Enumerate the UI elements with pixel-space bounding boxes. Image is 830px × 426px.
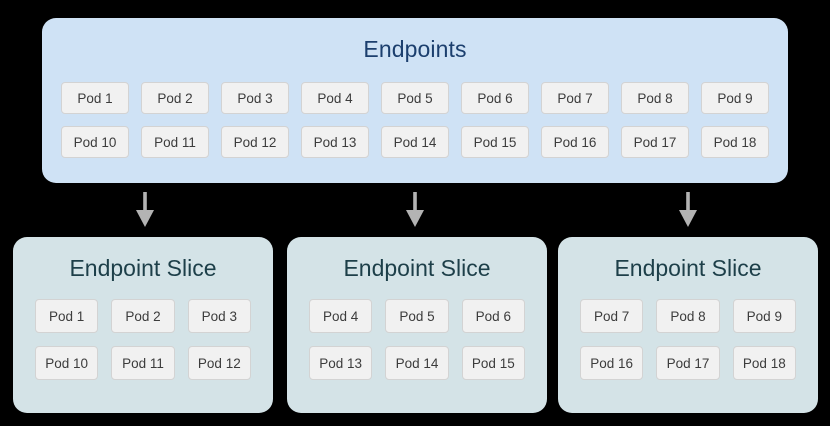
arrow-down-icon [403, 192, 427, 228]
endpoints-pod-row-2: Pod 10 Pod 11 Pod 12 Pod 13 Pod 14 Pod 1… [61, 126, 769, 158]
slice-pod-row-1: Pod 1 Pod 2 Pod 3 [35, 299, 251, 333]
endpoint-slice-title: Endpoint Slice [614, 255, 762, 281]
endpoints-box: Endpoints Pod 1 Pod 2 Pod 3 Pod 4 Pod 5 … [42, 18, 788, 183]
pod-chip[interactable]: Pod 15 [461, 346, 525, 380]
pod-chip[interactable]: Pod 11 [111, 346, 175, 380]
arrow-down-icon [676, 192, 700, 228]
pod-chip[interactable]: Pod 6 [461, 299, 525, 333]
slice-pod-row-1: Pod 4 Pod 5 Pod 6 [309, 299, 525, 333]
pod-chip[interactable]: Pod 2 [141, 82, 209, 114]
endpoint-slice-box-3: Endpoint Slice Pod 7 Pod 8 Pod 9 Pod 16 … [558, 237, 818, 413]
pod-chip[interactable]: Pod 10 [35, 346, 99, 380]
pod-chip[interactable]: Pod 10 [61, 126, 129, 158]
pod-chip[interactable]: Pod 1 [61, 82, 129, 114]
endpoint-slice-box-1: Endpoint Slice Pod 1 Pod 2 Pod 3 Pod 10 … [13, 237, 273, 413]
pod-chip[interactable]: Pod 8 [621, 82, 689, 114]
pod-chip[interactable]: Pod 12 [221, 126, 289, 158]
pod-chip[interactable]: Pod 2 [111, 299, 175, 333]
endpoints-pod-grid: Pod 1 Pod 2 Pod 3 Pod 4 Pod 5 Pod 6 Pod … [61, 82, 769, 170]
pod-chip[interactable]: Pod 7 [580, 299, 644, 333]
slice-pod-grid: Pod 4 Pod 5 Pod 6 Pod 13 Pod 14 Pod 15 [309, 299, 525, 393]
endpoint-slice-box-2: Endpoint Slice Pod 4 Pod 5 Pod 6 Pod 13 … [287, 237, 547, 413]
arrow-down-icon [133, 192, 157, 228]
slice-pod-row-2: Pod 16 Pod 17 Pod 18 [580, 346, 796, 380]
pod-chip[interactable]: Pod 14 [381, 126, 449, 158]
pod-chip[interactable]: Pod 1 [35, 299, 99, 333]
slice-pod-grid: Pod 7 Pod 8 Pod 9 Pod 16 Pod 17 Pod 18 [580, 299, 796, 393]
pod-chip[interactable]: Pod 4 [309, 299, 373, 333]
pod-chip[interactable]: Pod 7 [541, 82, 609, 114]
pod-chip[interactable]: Pod 3 [221, 82, 289, 114]
pod-chip[interactable]: Pod 14 [385, 346, 449, 380]
pod-chip[interactable]: Pod 15 [461, 126, 529, 158]
slice-pod-row-1: Pod 7 Pod 8 Pod 9 [580, 299, 796, 333]
pod-chip[interactable]: Pod 5 [385, 299, 449, 333]
slice-pod-row-2: Pod 13 Pod 14 Pod 15 [309, 346, 525, 380]
pod-chip[interactable]: Pod 16 [580, 346, 644, 380]
pod-chip[interactable]: Pod 11 [141, 126, 209, 158]
pod-chip[interactable]: Pod 8 [656, 299, 720, 333]
pod-chip[interactable]: Pod 12 [187, 346, 251, 380]
endpoints-title: Endpoints [363, 36, 467, 62]
endpoint-slice-title: Endpoint Slice [69, 255, 217, 281]
pod-chip[interactable]: Pod 17 [656, 346, 720, 380]
pod-chip[interactable]: Pod 9 [732, 299, 796, 333]
slice-pod-grid: Pod 1 Pod 2 Pod 3 Pod 10 Pod 11 Pod 12 [35, 299, 251, 393]
endpoints-pod-row-1: Pod 1 Pod 2 Pod 3 Pod 4 Pod 5 Pod 6 Pod … [61, 82, 769, 114]
pod-chip[interactable]: Pod 9 [701, 82, 769, 114]
pod-chip[interactable]: Pod 3 [187, 299, 251, 333]
pod-chip[interactable]: Pod 13 [309, 346, 373, 380]
pod-chip[interactable]: Pod 4 [301, 82, 369, 114]
pod-chip[interactable]: Pod 17 [621, 126, 689, 158]
pod-chip[interactable]: Pod 5 [381, 82, 449, 114]
slice-pod-row-2: Pod 10 Pod 11 Pod 12 [35, 346, 251, 380]
pod-chip[interactable]: Pod 6 [461, 82, 529, 114]
pod-chip[interactable]: Pod 18 [701, 126, 769, 158]
pod-chip[interactable]: Pod 18 [732, 346, 796, 380]
endpoint-slice-title: Endpoint Slice [343, 255, 491, 281]
pod-chip[interactable]: Pod 13 [301, 126, 369, 158]
pod-chip[interactable]: Pod 16 [541, 126, 609, 158]
